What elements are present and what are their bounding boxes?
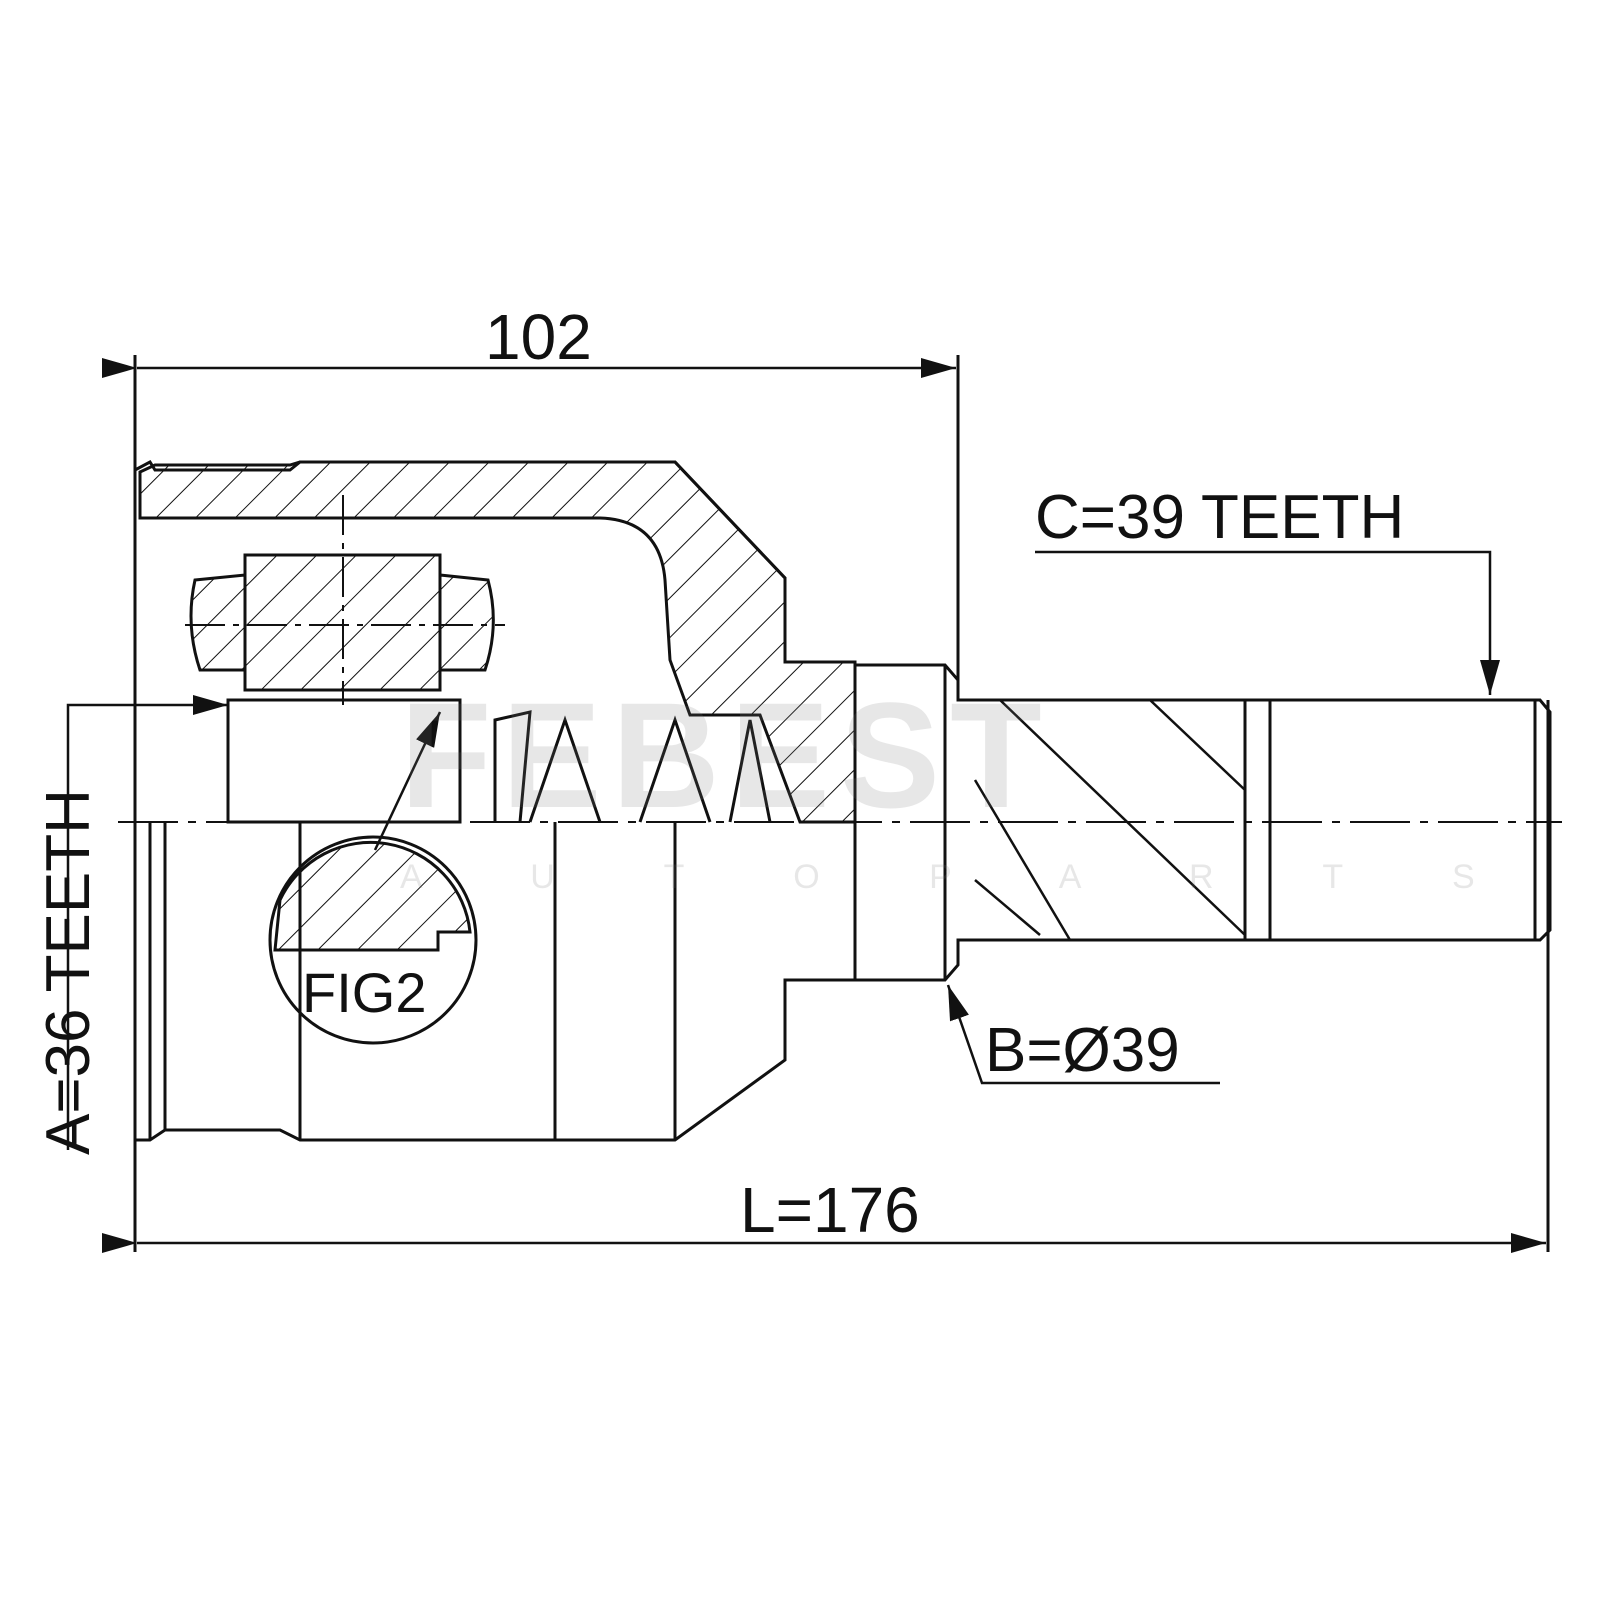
watermark-brand: FEBEST [400,671,1052,839]
fig2-leader [373,711,442,851]
dimension-c-teeth: C=39 TEETH [1035,483,1405,552]
spring [528,715,772,823]
watermark-tagline: A U T O P A R T S [400,858,1525,896]
dimension-a-teeth: A=36 TEETH [34,789,103,1155]
dimension-b-diameter: B=Ø39 [985,1016,1180,1085]
stub-shaft [855,663,1552,982]
leader-a [66,695,228,1150]
spline-hatching [973,699,1246,941]
leader-c [1035,550,1500,695]
dimension-l-total: L=176 [740,1174,920,1246]
leader-b [946,984,1220,1085]
fig2-label: FIG2 [302,961,427,1024]
fig2-detail-circle [268,835,478,1045]
dimension-102: 102 [485,301,592,373]
